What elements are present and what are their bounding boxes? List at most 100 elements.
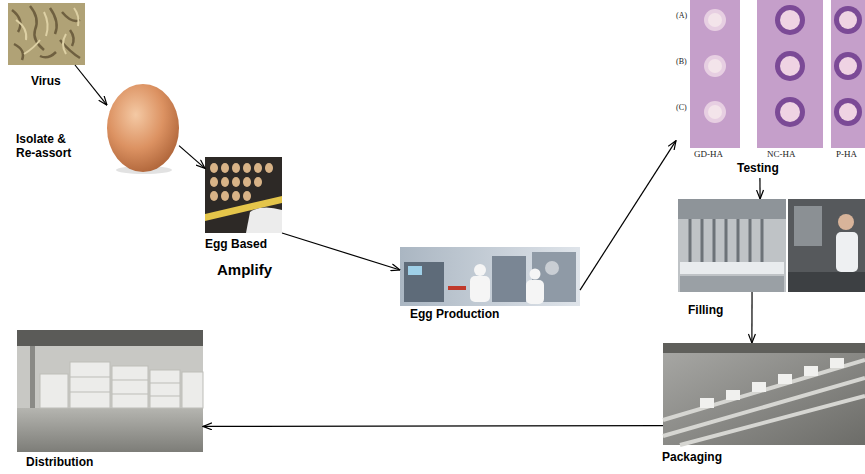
step-caption: Amplify — [217, 261, 272, 278]
illustration-part — [680, 276, 784, 292]
illustration-part — [794, 206, 822, 246]
illustration-part — [834, 6, 862, 126]
illustration-part — [12, 6, 80, 60]
illustration-part — [708, 13, 722, 27]
step-caption: Testing — [737, 162, 779, 176]
photo-node: Egg Production — [400, 247, 580, 306]
assay-label: (A) — [676, 12, 687, 21]
assay-plate-photo — [676, 0, 865, 148]
illustration-part — [838, 214, 854, 230]
flow-arrow — [203, 425, 663, 427]
illustration-part — [680, 262, 784, 274]
illustration-part — [831, 0, 865, 148]
photo-node: Distribution — [17, 330, 203, 452]
filling-photo — [678, 199, 865, 292]
illustration-part — [663, 343, 865, 353]
flow-arrow — [580, 141, 676, 290]
step-caption: Packaging — [662, 451, 722, 465]
illustration-part — [40, 362, 203, 408]
step-caption: Isolate & Re-assort — [16, 133, 88, 161]
illustration-part — [16, 8, 79, 54]
illustration-part — [232, 163, 240, 173]
illustration-part — [834, 52, 862, 80]
photo-node: Virus — [8, 3, 85, 65]
illustration-part — [530, 269, 541, 280]
illustration-part — [448, 286, 466, 290]
illustration-part — [150, 370, 180, 408]
illustration-part — [804, 366, 818, 376]
egg-drawing — [107, 84, 179, 174]
illustration-part — [474, 264, 486, 276]
illustration-part — [775, 5, 805, 127]
illustration-part — [704, 101, 726, 123]
illustration-part — [839, 103, 857, 121]
illustration-part — [210, 177, 218, 187]
illustration-part — [788, 272, 865, 292]
illustration-part — [757, 0, 823, 148]
photo-node: Egg BasedAmplify — [205, 157, 282, 233]
packaging-photo — [663, 343, 865, 445]
flow-arrow — [759, 178, 760, 199]
illustration-part — [70, 377, 180, 396]
illustration-part — [704, 55, 726, 77]
illustration-part — [708, 105, 722, 119]
photo-node: Isolate & Re-assort — [107, 84, 179, 172]
egg-production-photo — [400, 247, 580, 306]
illustration-part — [834, 6, 862, 34]
illustration-part — [404, 262, 444, 302]
illustration-part — [690, 219, 762, 262]
illustration-part — [700, 358, 844, 408]
illustration-part — [704, 9, 726, 123]
illustration-part — [40, 374, 68, 408]
flow-arrow — [751, 292, 752, 343]
illustration-part — [839, 11, 857, 29]
illustration-part — [70, 362, 110, 408]
illustration-part — [17, 408, 203, 452]
flow-arrow — [179, 146, 205, 169]
illustration-part — [254, 177, 262, 187]
illustration-part — [210, 163, 218, 173]
illustration-part — [232, 191, 240, 201]
illustration-part — [836, 232, 858, 272]
illustration-part — [221, 191, 229, 201]
step-caption: Filling — [688, 304, 723, 318]
illustration-part — [704, 9, 726, 31]
illustration-part — [752, 382, 766, 392]
illustration-part — [663, 343, 865, 445]
illustration-part — [246, 207, 282, 233]
illustration-part — [265, 163, 273, 173]
assay-label: NC-HA — [767, 150, 796, 160]
flow-arrow — [75, 65, 107, 105]
step-caption: Egg Based — [205, 238, 267, 252]
assay-label: P-HA — [836, 150, 857, 160]
illustration-part — [400, 247, 580, 306]
step-caption: Virus — [31, 75, 61, 89]
illustration-part — [470, 276, 490, 302]
illustration-part — [726, 390, 740, 400]
illustration-part — [678, 199, 786, 292]
illustration-part — [243, 191, 251, 201]
illustration-part — [663, 360, 865, 445]
illustration-part — [17, 330, 203, 452]
illustration-part — [788, 199, 865, 292]
step-caption: Egg Production — [410, 308, 499, 322]
illustration-part — [221, 177, 229, 187]
warehouse-photo — [17, 330, 203, 452]
assay-label: GD-HA — [694, 150, 723, 160]
illustration-part — [834, 98, 862, 126]
illustration-part — [210, 163, 273, 201]
illustration-part — [676, 0, 865, 148]
illustration-part — [775, 51, 805, 81]
virus-photo — [8, 3, 85, 65]
illustration-part — [690, 0, 740, 148]
illustration-part — [8, 3, 85, 65]
illustration-part — [830, 358, 844, 368]
illustration-part — [780, 56, 800, 76]
illustration-part — [780, 10, 800, 30]
assay-label: (B) — [676, 58, 687, 67]
illustration-part — [700, 398, 714, 408]
illustration-part — [30, 346, 35, 408]
illustration-part — [775, 5, 805, 35]
